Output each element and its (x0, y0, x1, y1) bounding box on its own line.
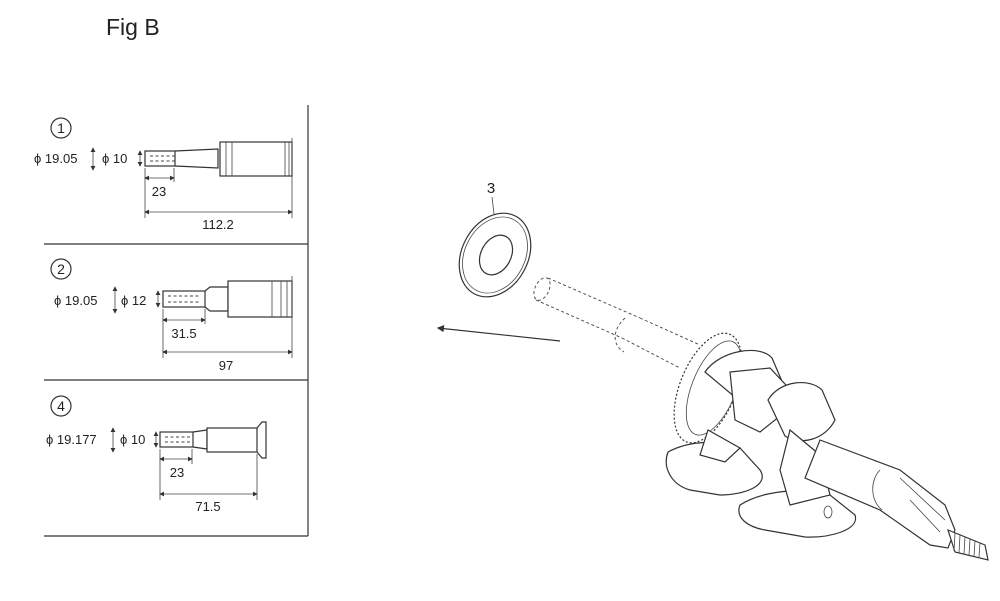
panel-4: 4 ϕ 19.177 ϕ 10 23 71.5 (46, 395, 267, 514)
panel-1-number: 1 (57, 120, 65, 136)
panel-2-total-length: 97 (219, 358, 233, 373)
panel-1-total-length: 112.2 (202, 217, 234, 232)
panel-2-number: 2 (57, 261, 65, 277)
panel-1-outer-diameter: ϕ 19.05 (34, 151, 77, 166)
figure-title: Fig B (106, 14, 160, 40)
panel-2-number-circle (50, 258, 72, 280)
panel-2-short-length: 31.5 (171, 326, 196, 341)
phantom-shaft (533, 277, 701, 369)
panel-frame (44, 105, 309, 537)
panel-2-outer-diameter: ϕ 19.05 (54, 293, 97, 308)
crank-pin (767, 382, 836, 442)
panel-2-inner-diameter: ϕ 12 (121, 293, 146, 308)
panel-4-total-length: 71.5 (195, 499, 220, 514)
panel-2-shaft (162, 280, 293, 318)
panel-2: 2 ϕ 19.05 ϕ 12 31.5 97 (50, 258, 293, 373)
washer (458, 212, 532, 298)
panel-4-short-length: 23 (170, 465, 184, 480)
panel-4-number: 4 (57, 398, 65, 414)
panel-4-outer-diameter: ϕ 19.177 (46, 432, 97, 447)
panel-1-shaft (144, 141, 293, 177)
panel-1-inner-diameter: ϕ 10 (102, 151, 127, 166)
panel-4-inner-diameter: ϕ 10 (120, 432, 145, 447)
panel-1-short-length: 23 (152, 184, 166, 199)
panel-4-shaft (159, 421, 267, 459)
assembly-drawing: 3 (436, 180, 989, 561)
panel-1: 1 ϕ 19.05 ϕ 10 23 112.2 (34, 117, 293, 232)
counterweight-right (738, 490, 857, 538)
panel-4-number-circle (50, 395, 72, 417)
threaded-end (947, 528, 989, 561)
washer-leader-line (491, 196, 495, 215)
washer-callout-number: 3 (487, 180, 495, 197)
output-shaft (804, 439, 956, 549)
panel-1-number-circle (50, 117, 72, 139)
removal-direction-arrow (436, 325, 561, 342)
